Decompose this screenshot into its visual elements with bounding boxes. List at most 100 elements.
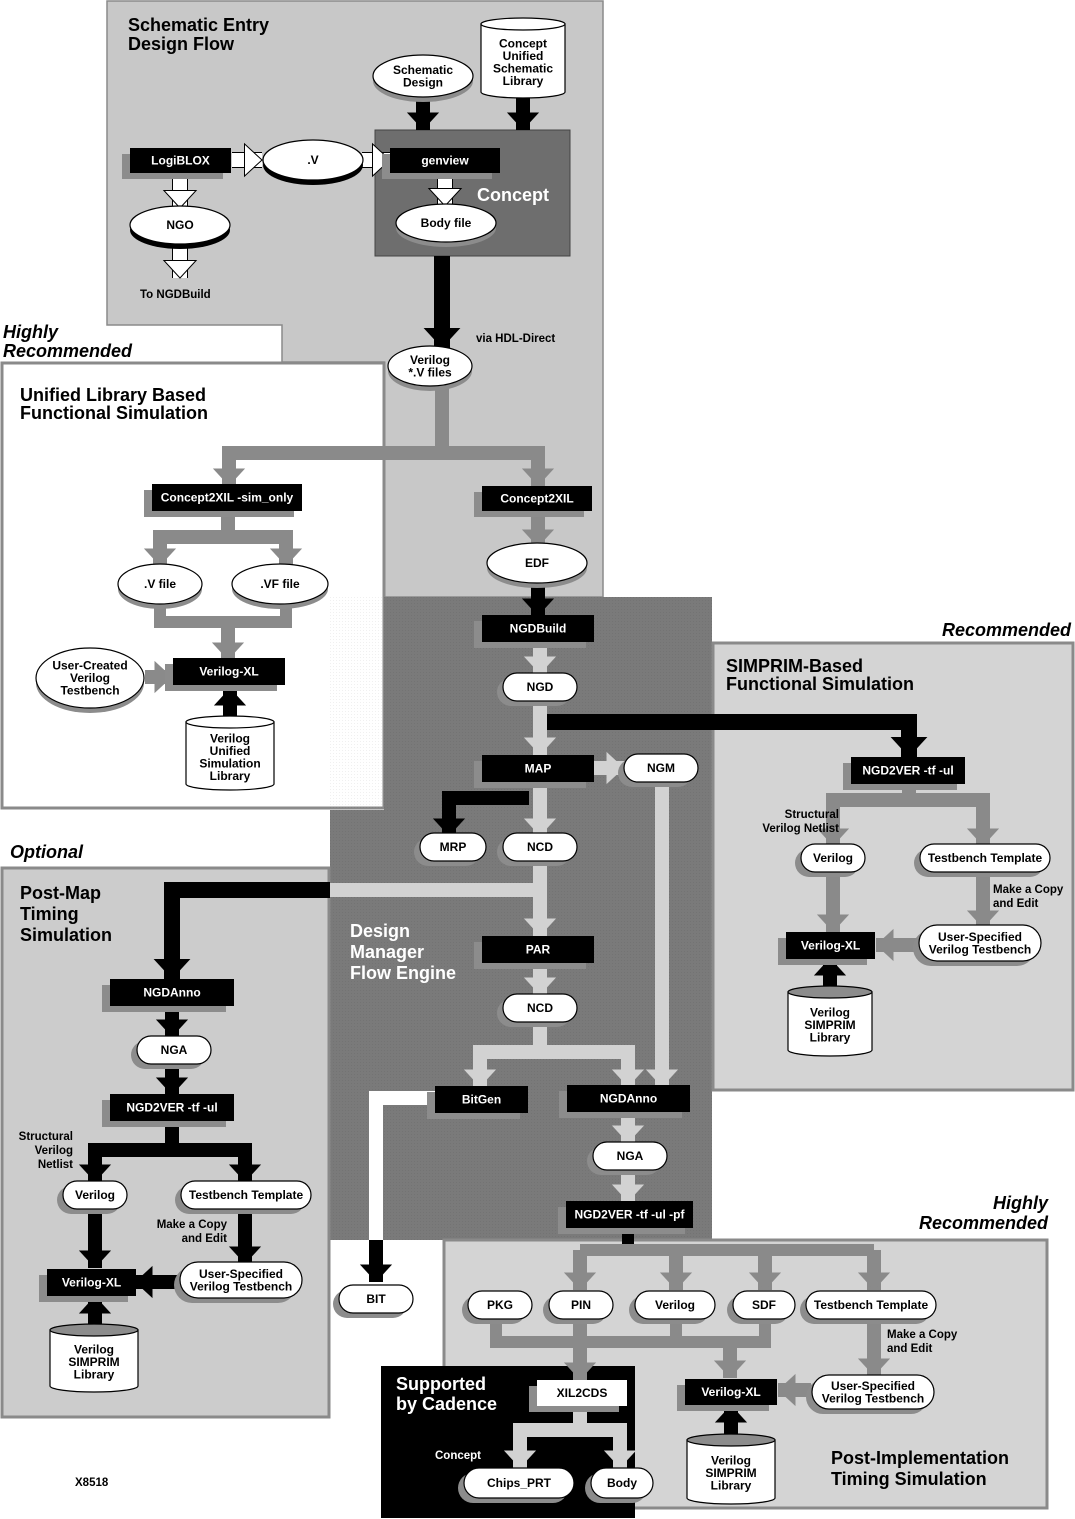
panel-design-manager — [330, 597, 712, 1240]
node-text: Library — [810, 1031, 851, 1045]
node-par[interactable]: PAR — [474, 936, 594, 969]
node-map[interactable]: MAP — [474, 755, 594, 788]
post-map-tag: Optional — [10, 842, 84, 862]
arrow-pm-verilog-to-xl — [78, 1208, 112, 1268]
arrow-concept2xil-to-edf — [521, 512, 555, 547]
node-text: PIN — [571, 1298, 591, 1312]
node-genview[interactable]: genview — [382, 148, 500, 179]
node-text: NGO — [166, 218, 193, 232]
node-text: Library — [210, 769, 251, 783]
arrow-pm-testbench-to-user — [228, 1208, 262, 1264]
arrow-func-split-verilog-head — [816, 828, 850, 846]
arrow-func-verilog-to-xl-head — [816, 914, 850, 932]
node-concept2xil[interactable]: Concept2XIL — [474, 486, 592, 517]
arrow-ncd-to-par-head — [523, 918, 557, 936]
node-pm-verilog[interactable]: Verilog — [57, 1180, 128, 1214]
node-text: Verilog-XL — [62, 1276, 121, 1290]
node-bitgen[interactable]: BitGen — [427, 1086, 528, 1119]
node-pm-ngd2ver[interactable]: NGD2VER -tf -ul — [102, 1094, 234, 1127]
node-verilog-v-files[interactable]: Verilog*.V files — [387, 345, 473, 391]
arrow-ngdanno-to-nga-head — [611, 1125, 645, 1143]
node-text: Body — [607, 1476, 637, 1490]
node-edf[interactable]: EDF — [486, 542, 588, 588]
node-ncd-map[interactable]: NCD — [497, 832, 578, 866]
node-text: NCD — [527, 840, 553, 854]
node-pm-nga[interactable]: NGA — [131, 1035, 212, 1069]
arrow-func-split-verilog — [816, 782, 916, 846]
node-pm-testbench-template[interactable]: Testbench Template — [175, 1180, 312, 1214]
arrow-verilog-split-right-head — [521, 468, 555, 486]
arrow-pm-nga-to-ngd2ver-head — [155, 1077, 189, 1095]
node-pi-sdf[interactable]: SDF — [727, 1290, 796, 1324]
node-pm-verilog-xl[interactable]: Verilog-XL — [39, 1269, 136, 1302]
arrow-ngd-to-func-ngd2ver — [547, 714, 928, 757]
node-text: .V — [307, 153, 318, 167]
node-text: Unified — [210, 744, 251, 758]
node-ngdbuild[interactable]: NGDBuild — [474, 615, 594, 648]
node-body-file[interactable]: Body file — [395, 203, 497, 247]
arrow-library-to-concept — [506, 96, 540, 130]
arrow-pm-user-to-xl — [135, 1265, 178, 1299]
arrow-sim-only-to-vffile-head — [269, 548, 303, 566]
node-ngo[interactable]: NGO — [129, 205, 231, 249]
node-vf-file[interactable]: .VF file — [231, 563, 329, 609]
node-ngdanno-impl[interactable]: NGDAnno — [559, 1085, 690, 1118]
node-pi-verilog[interactable]: Verilog — [629, 1290, 716, 1324]
arrow-verilog-split-right — [442, 446, 555, 486]
arrow-ngm-to-ngdanno — [645, 781, 679, 1087]
node-ngd[interactable]: NGD — [497, 672, 578, 706]
node-func-ngd2ver[interactable]: NGD2VER -tf -ul — [843, 757, 965, 790]
node-verilog-xl-unified[interactable]: Verilog-XL — [165, 658, 285, 691]
node-pm-ngdanno[interactable]: NGDAnno — [102, 979, 234, 1012]
node-pi-pkg[interactable]: PKG — [462, 1290, 533, 1324]
node-text: Testbench Template — [928, 851, 1043, 865]
arrow-postmap-feed-head — [153, 959, 191, 979]
arrow-pm-split-verilog-head — [78, 1164, 112, 1182]
arrow-xil2cds-split-body — [580, 1423, 637, 1468]
node-ncd-par[interactable]: NCD — [497, 993, 578, 1027]
node-v[interactable]: .V — [262, 139, 364, 185]
node-text: NGD2VER -tf -ul — [126, 1101, 217, 1115]
arrow-concept2xil-to-edf-head — [521, 529, 555, 547]
node-concept2xil-sim-only[interactable]: Concept2XIL -sim_only — [144, 484, 302, 517]
node-text: Verilog-XL — [199, 665, 258, 679]
node-text: Concept2XIL -sim_only — [161, 491, 294, 505]
node-logiblox[interactable]: LogiBLOX — [122, 148, 231, 179]
arrow-map-to-ncd — [523, 781, 557, 836]
node-func-verilog[interactable]: Verilog — [795, 843, 866, 877]
node-bit[interactable]: BIT — [333, 1284, 414, 1318]
node-nga-impl[interactable]: NGA — [587, 1141, 668, 1175]
node-pi-testbench-template[interactable]: Testbench Template — [800, 1290, 937, 1324]
node-ngm[interactable]: NGM — [618, 753, 699, 787]
arrow-pm-split-testbench — [172, 1143, 262, 1182]
cadence-concept-label: Concept — [435, 1450, 481, 1462]
node-xil2cds[interactable]: XIL2CDS — [529, 1380, 627, 1412]
node-pi-pin[interactable]: PIN — [543, 1290, 614, 1324]
pm-make-copy-line2: and Edit — [182, 1233, 228, 1245]
node-pi-verilog-xl[interactable]: Verilog-XL — [677, 1379, 777, 1411]
arrow-pi-to-sdf — [748, 1250, 782, 1290]
post-map-title-line2: Timing — [20, 904, 79, 924]
unified-tag-line1: Highly — [3, 322, 59, 342]
node-ngd2ver-impl[interactable]: NGD2VER -tf -ul -pf — [558, 1201, 693, 1234]
node-chips-prt[interactable]: Chips_PRT — [458, 1467, 575, 1503]
node-func-testbench-template[interactable]: Testbench Template — [914, 843, 1051, 877]
node-text: Library — [503, 74, 544, 88]
node-mrp[interactable]: MRP — [414, 832, 487, 866]
node-func-verilog-xl[interactable]: Verilog-XL — [778, 932, 875, 965]
node-body[interactable]: Body — [585, 1467, 654, 1503]
node-text: SDF — [752, 1298, 776, 1312]
arrow-edf-to-ngdbuild-head — [521, 598, 555, 616]
func-make-copy-line2: and Edit — [993, 898, 1039, 910]
node-v-file[interactable]: .V file — [117, 563, 203, 609]
